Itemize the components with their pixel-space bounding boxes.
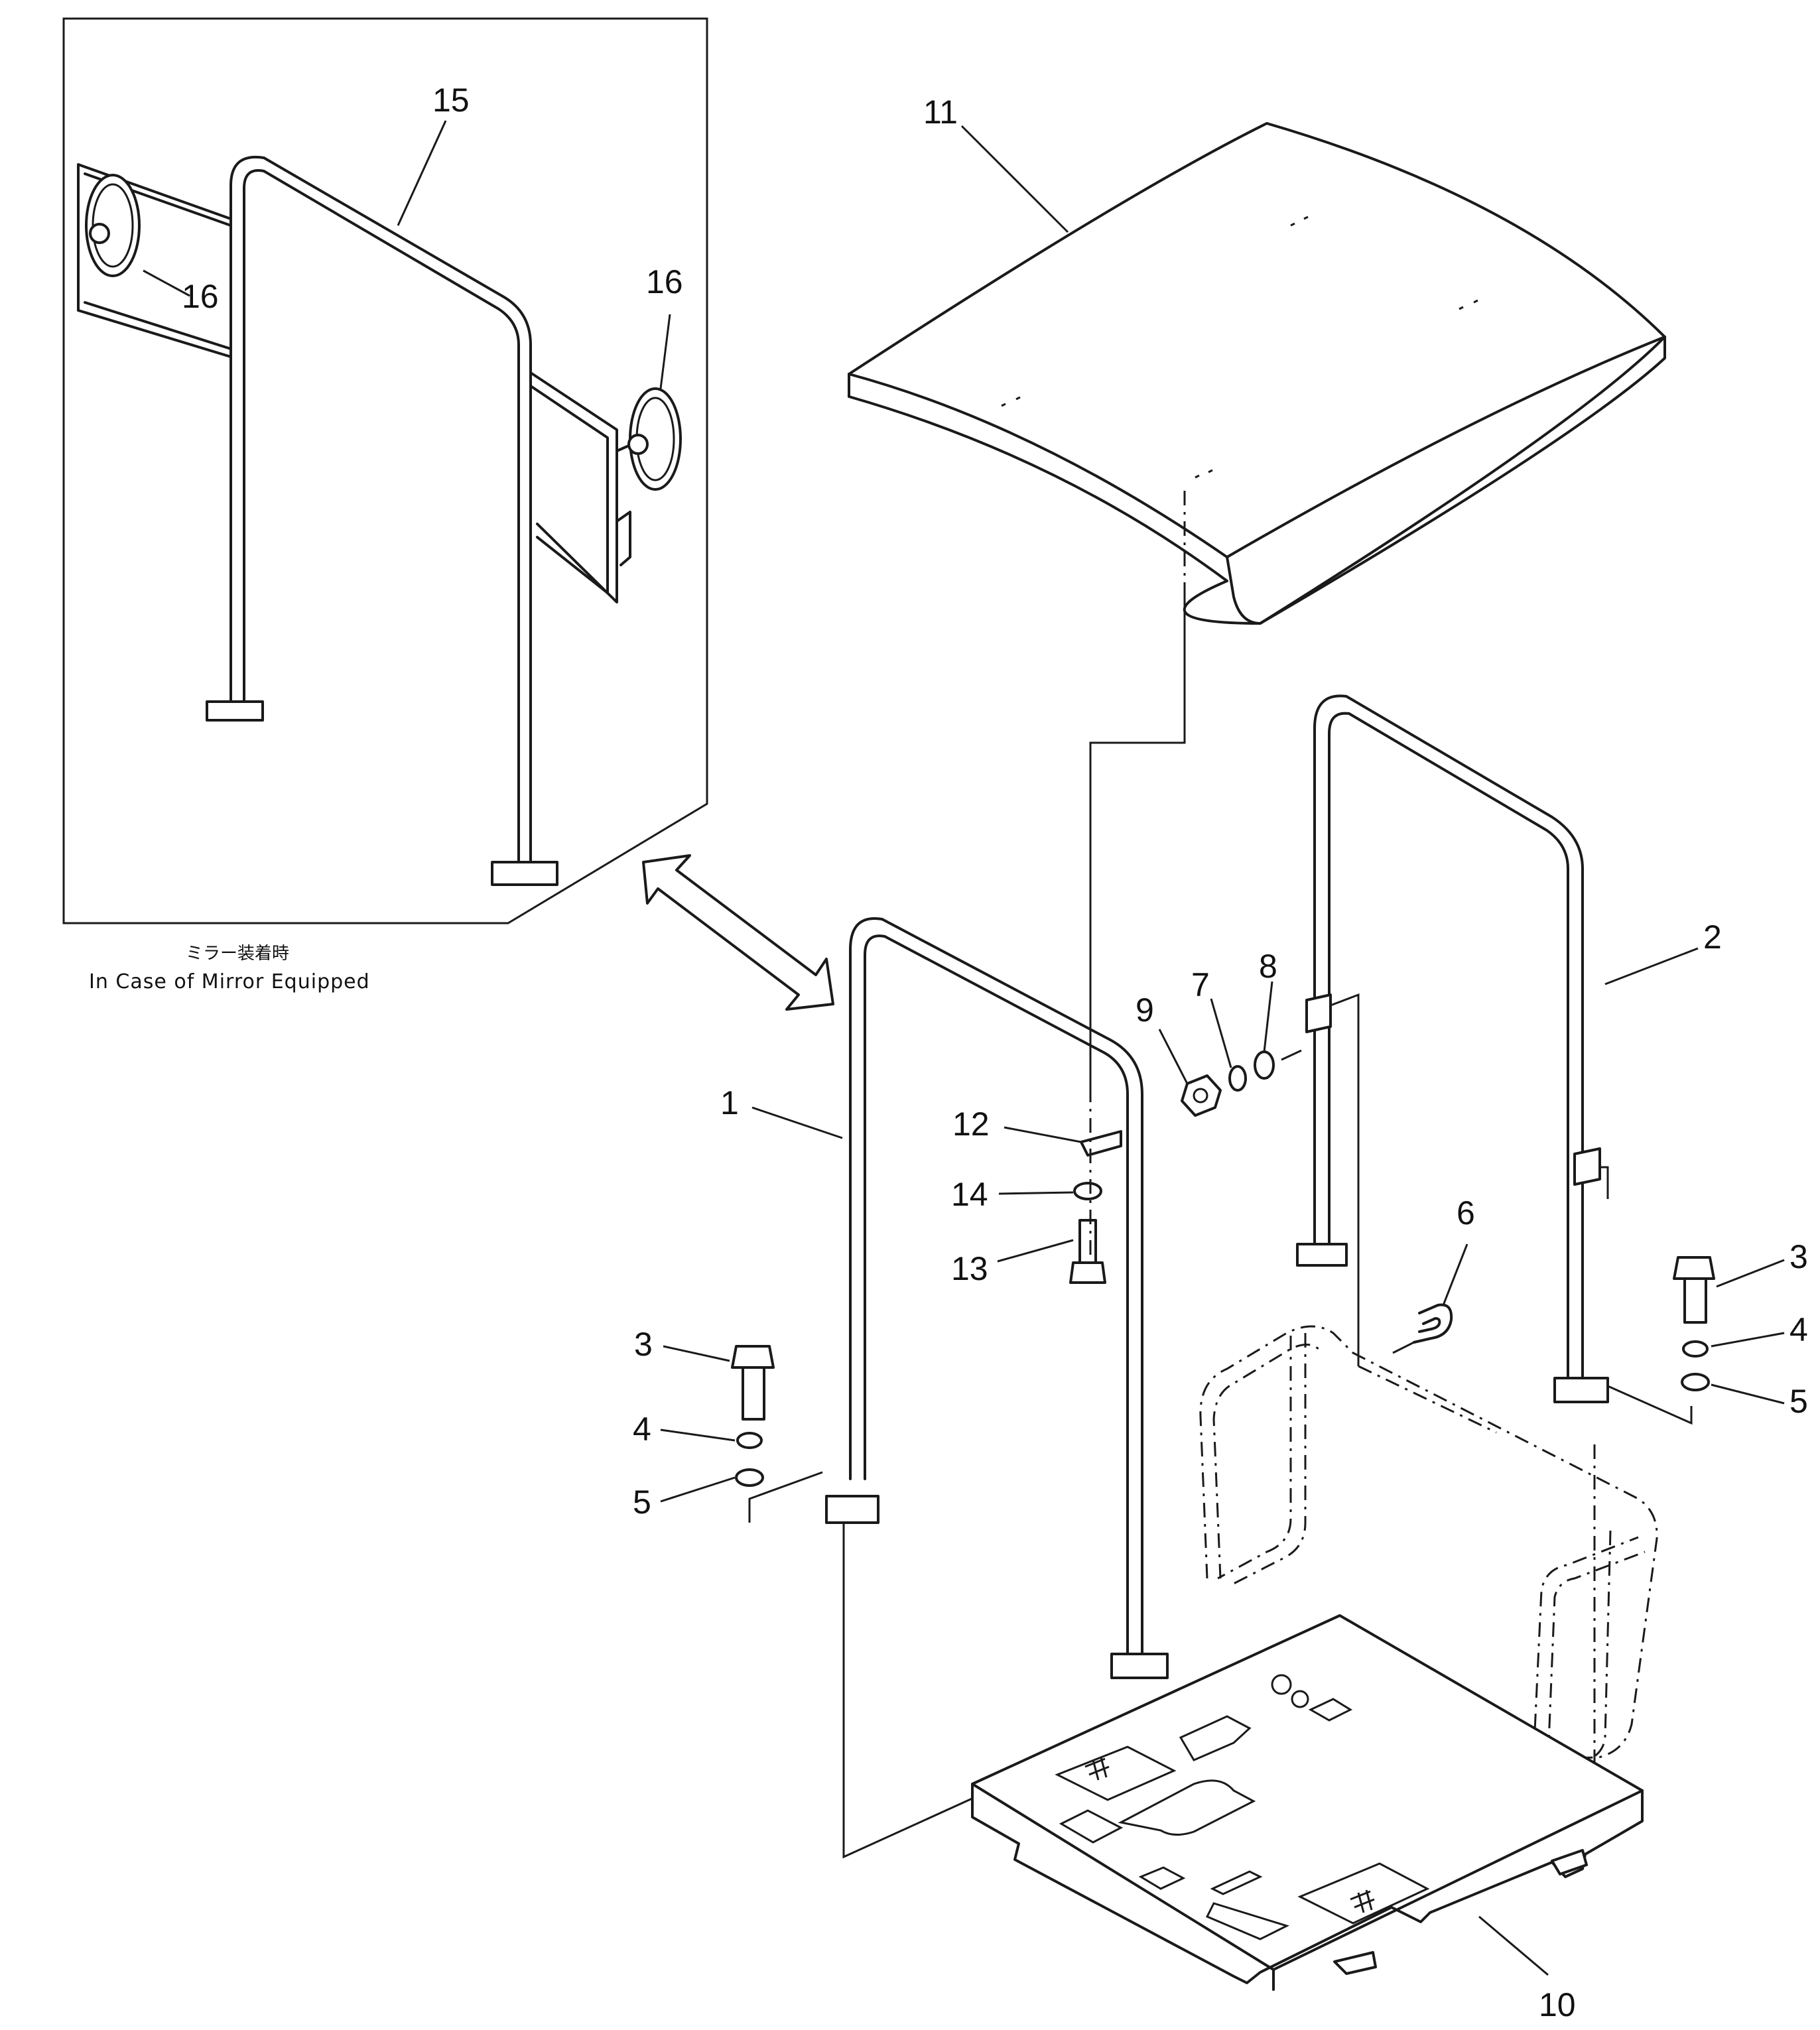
plain-washer-5-left	[735, 1468, 764, 1487]
leader-16-left	[143, 269, 190, 297]
roof-10	[848, 122, 1666, 1088]
leader-7	[1210, 998, 1232, 1068]
leader-14	[1478, 1915, 1549, 1976]
spring-washer-4-right	[1682, 1340, 1709, 1358]
leader-9	[1158, 1029, 1189, 1084]
inset-caption-jp: ミラー装着時	[186, 944, 289, 964]
bolt-12	[1069, 1219, 1106, 1284]
leader-5-right	[1711, 1383, 1785, 1405]
handrail-1	[748, 917, 1169, 1859]
leader-4-right	[1711, 1332, 1785, 1348]
u-bolt-6	[1413, 1303, 1453, 1344]
callout-8: 8	[1259, 948, 1277, 985]
callout-9: 9	[1136, 991, 1154, 1029]
leader-3-left	[663, 1345, 730, 1362]
callout-15: 15	[432, 82, 470, 119]
leader-1	[751, 1106, 843, 1139]
bolt-3-right	[1673, 1256, 1715, 1324]
swap-arrow	[642, 854, 834, 1011]
spring-washer-7	[1228, 1065, 1247, 1092]
inset-caption-en: In Case of Mirror Equipped	[89, 970, 370, 993]
seat-frame-phantom	[1199, 1325, 1658, 1764]
callout-16-left: 16	[182, 278, 219, 315]
inset-panel: 15 16 16	[62, 17, 708, 924]
callout-5-left: 5	[633, 1484, 651, 1521]
leader-16-right	[659, 314, 671, 389]
callout-2: 2	[1703, 919, 1722, 956]
callout-11: 12	[952, 1106, 990, 1143]
callout-13: 14	[951, 1176, 988, 1213]
leader-3-right	[1716, 1259, 1785, 1288]
nut-9	[1181, 1074, 1222, 1117]
leader-13	[998, 1191, 1074, 1195]
callout-16-right: 16	[646, 263, 683, 300]
leader-11	[1004, 1126, 1082, 1143]
leader-5-left	[660, 1476, 736, 1503]
callout-1: 1	[720, 1084, 739, 1121]
leader-10	[960, 125, 1069, 233]
leader-15	[397, 120, 447, 226]
callout-12: 13	[951, 1250, 988, 1287]
leader-8	[1263, 981, 1273, 1052]
callout-3-left: 3	[634, 1326, 653, 1363]
spring-washer-4-left	[736, 1432, 763, 1449]
plain-washer-8	[1254, 1050, 1275, 1080]
inset-mirror-right-16	[616, 387, 682, 491]
inset-mirror-left-16	[77, 163, 232, 358]
callout-3-right: 3	[1789, 1238, 1808, 1275]
callout-6: 6	[1457, 1194, 1475, 1232]
bolt-3-left	[731, 1345, 775, 1421]
inset-handrail-15	[206, 155, 631, 886]
plain-washer-5-right	[1681, 1373, 1710, 1391]
bracket-11	[1080, 1130, 1122, 1157]
leader-2	[1604, 947, 1699, 985]
spring-washer-13	[1073, 1182, 1102, 1200]
leader-4-left	[660, 1428, 736, 1442]
callout-10: 11	[923, 94, 958, 131]
callout-14: 10	[1539, 1986, 1576, 2023]
floor-frame-14	[971, 1614, 1644, 1991]
leader-6	[1442, 1243, 1468, 1306]
callout-7: 7	[1191, 966, 1210, 1003]
callout-4-left: 4	[633, 1411, 651, 1448]
handrail-2	[1296, 694, 1693, 1434]
callout-5-right: 5	[1789, 1383, 1808, 1420]
callout-4-right: 4	[1789, 1311, 1808, 1348]
leader-12	[997, 1239, 1074, 1263]
